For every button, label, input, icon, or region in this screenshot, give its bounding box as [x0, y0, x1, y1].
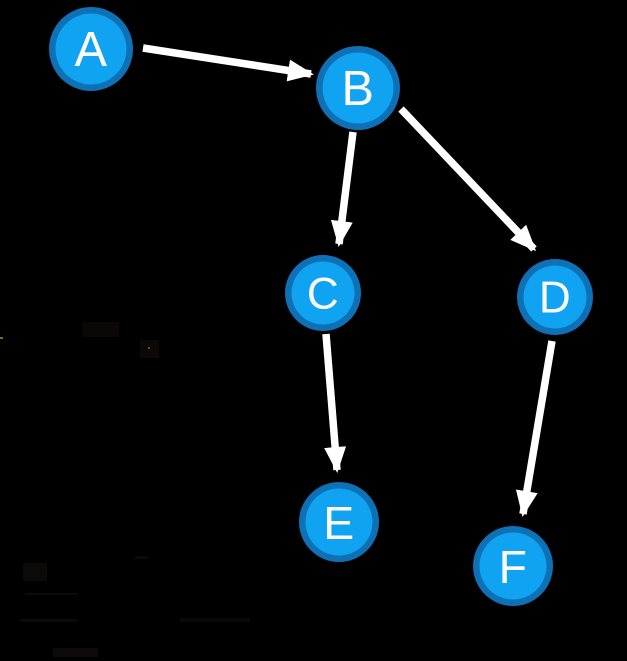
- nodes-layer: A B C D E F: [49, 7, 593, 606]
- arrow-line: [398, 106, 537, 252]
- edge-arrow-c-e: [322, 333, 347, 473]
- edge-arrow-b-d: [398, 106, 537, 252]
- node-body: [523, 265, 587, 329]
- arrow-line: [142, 44, 314, 82]
- node-label: B: [342, 62, 375, 116]
- graph-node-a[interactable]: A: [49, 7, 133, 91]
- graph-node-e[interactable]: E: [299, 482, 379, 562]
- graph-node-d[interactable]: D: [517, 259, 593, 335]
- node-body: [305, 488, 373, 556]
- node-body: [322, 52, 394, 124]
- node-label: A: [75, 23, 108, 77]
- node-label: E: [323, 497, 354, 549]
- node-body: [479, 532, 547, 600]
- node-body: [291, 261, 355, 325]
- edges-layer: [142, 44, 556, 517]
- arrow-line: [322, 333, 347, 473]
- edge-arrow-a-b: [142, 44, 314, 82]
- arrow-line: [330, 131, 357, 247]
- node-label: D: [539, 274, 571, 323]
- node-body: [55, 13, 127, 85]
- graph-node-f[interactable]: F: [473, 526, 553, 606]
- edge-arrow-b-c: [330, 131, 357, 247]
- node-label: F: [499, 541, 528, 593]
- edge-arrow-d-f: [515, 340, 556, 517]
- node-label: C: [307, 270, 339, 319]
- graph-node-c[interactable]: C: [285, 255, 361, 331]
- arrow-line: [515, 340, 556, 517]
- graph-node-b[interactable]: B: [316, 46, 400, 130]
